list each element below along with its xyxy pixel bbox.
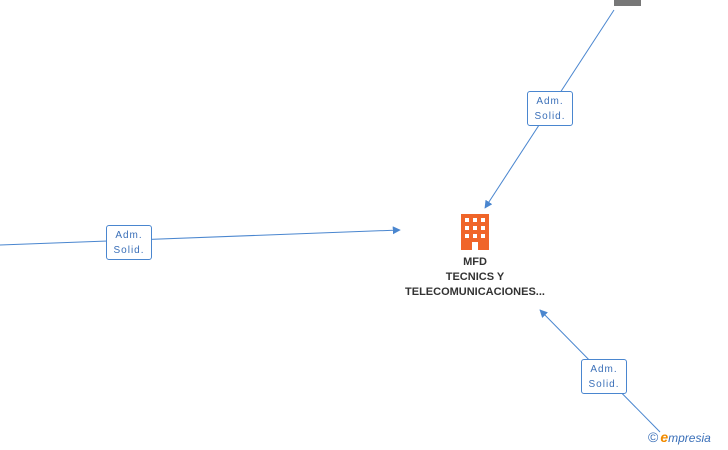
edge-line-left xyxy=(0,226,401,246)
brand-name: mpresia xyxy=(668,431,711,445)
edge-label-line1: Adm. xyxy=(115,230,143,241)
person-node-marker[interactable] xyxy=(614,0,641,6)
edge-label-top[interactable]: Adm. Solid. xyxy=(527,91,573,126)
company-name[interactable]: MFD TECNICS Y TELECOMUNICACIONES... xyxy=(380,255,570,300)
edge-label-bottom[interactable]: Adm. Solid. xyxy=(581,359,627,394)
edge-label-line1: Adm. xyxy=(536,96,564,107)
edge-label-left[interactable]: Adm. Solid. xyxy=(106,225,152,260)
empresia-logo[interactable]: ©empresia xyxy=(648,429,711,447)
copyright-icon: © xyxy=(648,429,659,445)
brand-initial: e xyxy=(660,429,669,445)
company-name-line1: MFD xyxy=(463,256,487,268)
edge-label-line2: Solid. xyxy=(588,379,620,390)
company-name-line2: TECNICS Y xyxy=(445,271,505,283)
edge-label-line1: Adm. xyxy=(590,364,618,375)
building-icon xyxy=(461,214,489,250)
company-node[interactable]: MFD TECNICS Y TELECOMUNICACIONES... xyxy=(380,214,570,300)
company-name-line3: TELECOMUNICACIONES... xyxy=(405,286,545,298)
edge-label-line2: Solid. xyxy=(534,111,566,122)
edge-label-line2: Solid. xyxy=(113,245,145,256)
